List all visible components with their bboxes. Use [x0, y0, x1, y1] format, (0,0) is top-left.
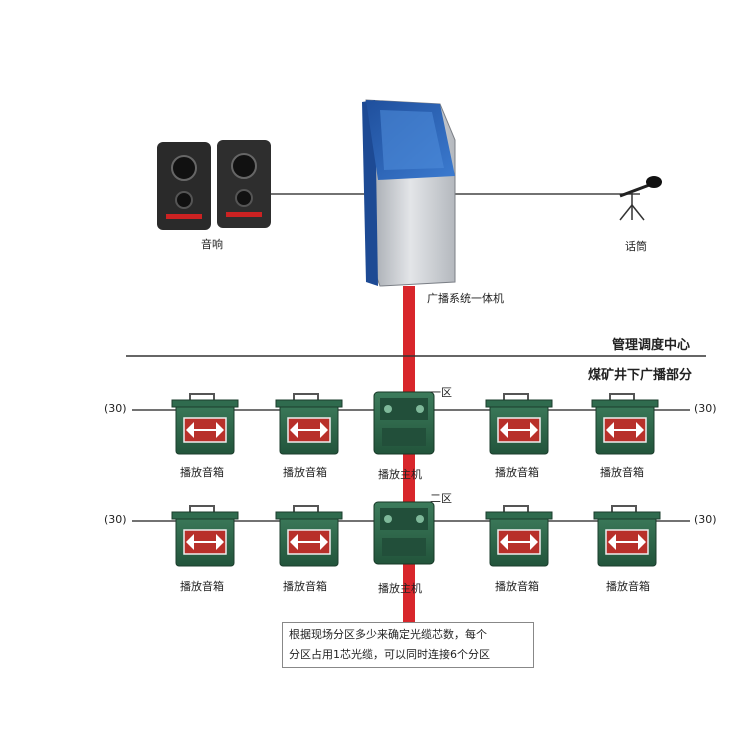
speaker-box-label: 播放音箱 [495, 580, 539, 593]
zone-2-label: 二区 [430, 492, 452, 505]
broadcast-unit-label: 广播系统一体机 [427, 292, 504, 305]
speaker-box-label: 播放音箱 [606, 580, 650, 593]
speaker-box-label: 播放音箱 [180, 466, 224, 479]
broadcast-kiosk-icon [362, 99, 456, 287]
desktop-speakers-icon [157, 140, 271, 230]
mine-speaker-box-icon [593, 505, 661, 567]
extension-label: (30) [104, 513, 127, 526]
host-unit-icon [373, 391, 435, 455]
mine-speaker-box-icon [591, 393, 659, 455]
mine-section-label: 煤矿井下广播部分 [588, 368, 693, 383]
mine-speaker-box-icon [485, 393, 553, 455]
host-unit-label: 播放主机 [378, 468, 422, 481]
speaker-box-label: 播放音箱 [283, 580, 327, 593]
extension-label: (30) [104, 402, 127, 415]
mine-speaker-box-icon [485, 505, 553, 567]
extension-label: (30) [694, 513, 717, 526]
speaker-box-label: 播放音箱 [180, 580, 224, 593]
fiber-note-line: 根据现场分区多少来确定光缆芯数，每个 [289, 628, 487, 641]
mine-speaker-box-icon [275, 505, 343, 567]
host-unit-label: 播放主机 [378, 582, 422, 595]
speaker-box-label: 播放音箱 [283, 466, 327, 479]
control-center-label: 管理调度中心 [612, 338, 691, 353]
mine-speaker-box-icon [171, 505, 239, 567]
speakers-label: 音响 [201, 238, 223, 251]
mine-speaker-box-icon [171, 393, 239, 455]
host-unit-icon [373, 501, 435, 565]
fiber-note-line: 分区占用1芯光缆，可以同时连接6个分区 [289, 648, 490, 661]
fiber-note-box: 根据现场分区多少来确定光缆芯数，每个 分区占用1芯光缆，可以同时连接6个分区 [282, 622, 534, 668]
microphone-icon [619, 176, 662, 221]
zone-1-label: 一区 [430, 386, 452, 399]
microphone-label: 话筒 [625, 240, 647, 253]
extension-label: (30) [694, 402, 717, 415]
mine-speaker-box-icon [275, 393, 343, 455]
speaker-box-label: 播放音箱 [495, 466, 539, 479]
speaker-box-label: 播放音箱 [600, 466, 644, 479]
